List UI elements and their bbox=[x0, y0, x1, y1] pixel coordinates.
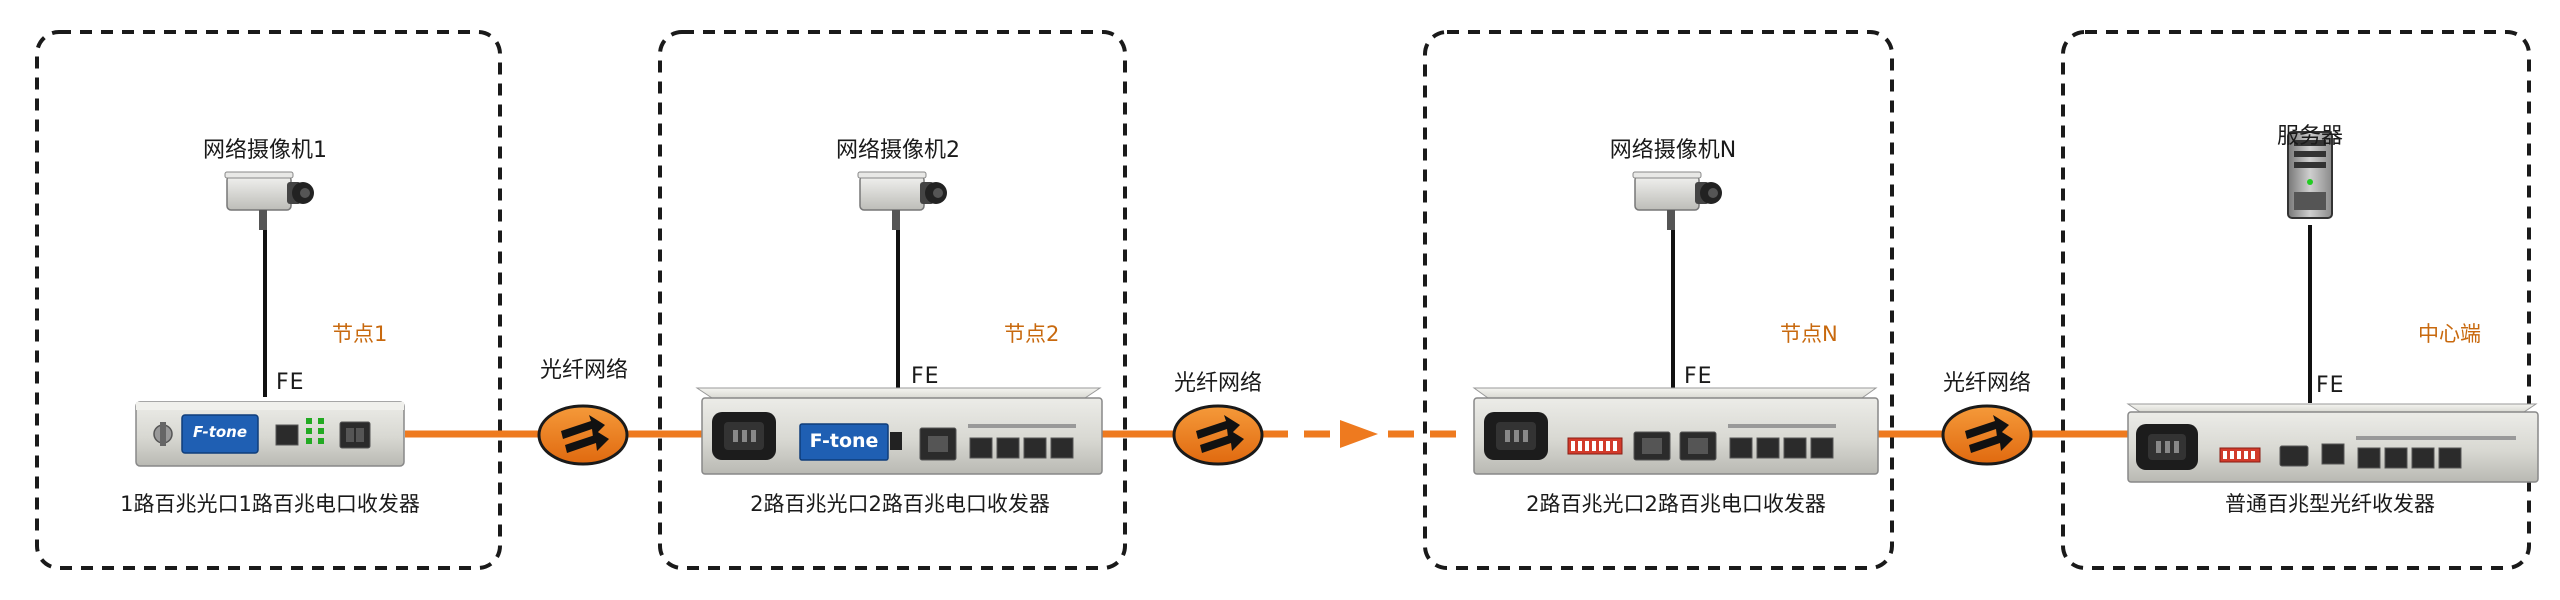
fiber-port bbox=[339, 421, 371, 449]
equipment-caption: 普通百兆型光纤收发器 bbox=[2225, 492, 2435, 516]
transceiver-device-2 bbox=[695, 387, 1103, 475]
server-tower-icon bbox=[2287, 131, 2333, 219]
brand-logo-text: F-tone bbox=[809, 430, 879, 452]
rj45-port bbox=[1023, 437, 1047, 459]
transceiver-device-1 bbox=[135, 401, 405, 467]
device-title: 网络摄像机N bbox=[1609, 138, 1737, 163]
rj45-port bbox=[2357, 447, 2381, 469]
fe-link-label: FE bbox=[911, 364, 940, 389]
fiber-network-label: 光纤网络 bbox=[539, 358, 628, 383]
fiber-network-label: 光纤网络 bbox=[1173, 371, 1262, 396]
fiber-network-arrows-icon bbox=[1172, 404, 1264, 466]
rj45-port bbox=[1729, 437, 1753, 459]
node-label: 节点2 bbox=[1004, 322, 1060, 346]
transceiver-device-center bbox=[2126, 403, 2539, 483]
rj45-port bbox=[275, 424, 299, 446]
direction-arrowhead bbox=[1340, 420, 1378, 448]
rj45-port bbox=[2438, 447, 2462, 469]
ip-camera-icon bbox=[1632, 171, 1722, 230]
rj45-port bbox=[2384, 447, 2408, 469]
node-box-2 bbox=[658, 30, 1127, 570]
fe-link-label: FE bbox=[2316, 373, 2345, 398]
ip-camera-icon bbox=[224, 171, 314, 230]
fiber-network-arrows-icon bbox=[537, 404, 629, 466]
rj45-port bbox=[996, 437, 1020, 459]
fiber-network-arrows-icon bbox=[1941, 404, 2033, 466]
device-title: 网络摄像机1 bbox=[203, 138, 327, 163]
fiber-network-label: 光纤网络 bbox=[1942, 371, 2031, 396]
equipment-caption: 2路百兆光口2路百兆电口收发器 bbox=[750, 492, 1050, 516]
brand-badge bbox=[799, 423, 889, 461]
node-box-center bbox=[2061, 30, 2531, 570]
rj45-port bbox=[1050, 437, 1074, 459]
rj45-port bbox=[1810, 437, 1834, 459]
fe-link-label: FE bbox=[1684, 364, 1713, 389]
ip-camera-icon bbox=[857, 171, 947, 230]
node-label: 中心端 bbox=[2418, 322, 2481, 346]
rj45-port bbox=[1783, 437, 1807, 459]
node-label: 节点N bbox=[1780, 322, 1838, 346]
equipment-caption: 1路百兆光口1路百兆电口收发器 bbox=[120, 492, 420, 516]
node-box-n bbox=[1423, 30, 1894, 570]
node-box-1 bbox=[35, 30, 502, 570]
rj45-port bbox=[2411, 447, 2435, 469]
transceiver-device-n bbox=[1472, 387, 1879, 475]
node-label: 节点1 bbox=[332, 322, 388, 346]
rj45-port bbox=[1756, 437, 1780, 459]
equipment-caption: 2路百兆光口2路百兆电口收发器 bbox=[1526, 492, 1826, 516]
brand-badge bbox=[181, 414, 259, 454]
rj45-port bbox=[2321, 443, 2345, 465]
rj45-port bbox=[969, 437, 993, 459]
device-title: 服务器 bbox=[2276, 124, 2343, 149]
device-title: 网络摄像机2 bbox=[836, 138, 960, 163]
brand-logo-text: F-tone bbox=[192, 423, 248, 441]
fe-link-label: FE bbox=[276, 370, 305, 395]
fiber-port bbox=[2279, 445, 2309, 467]
